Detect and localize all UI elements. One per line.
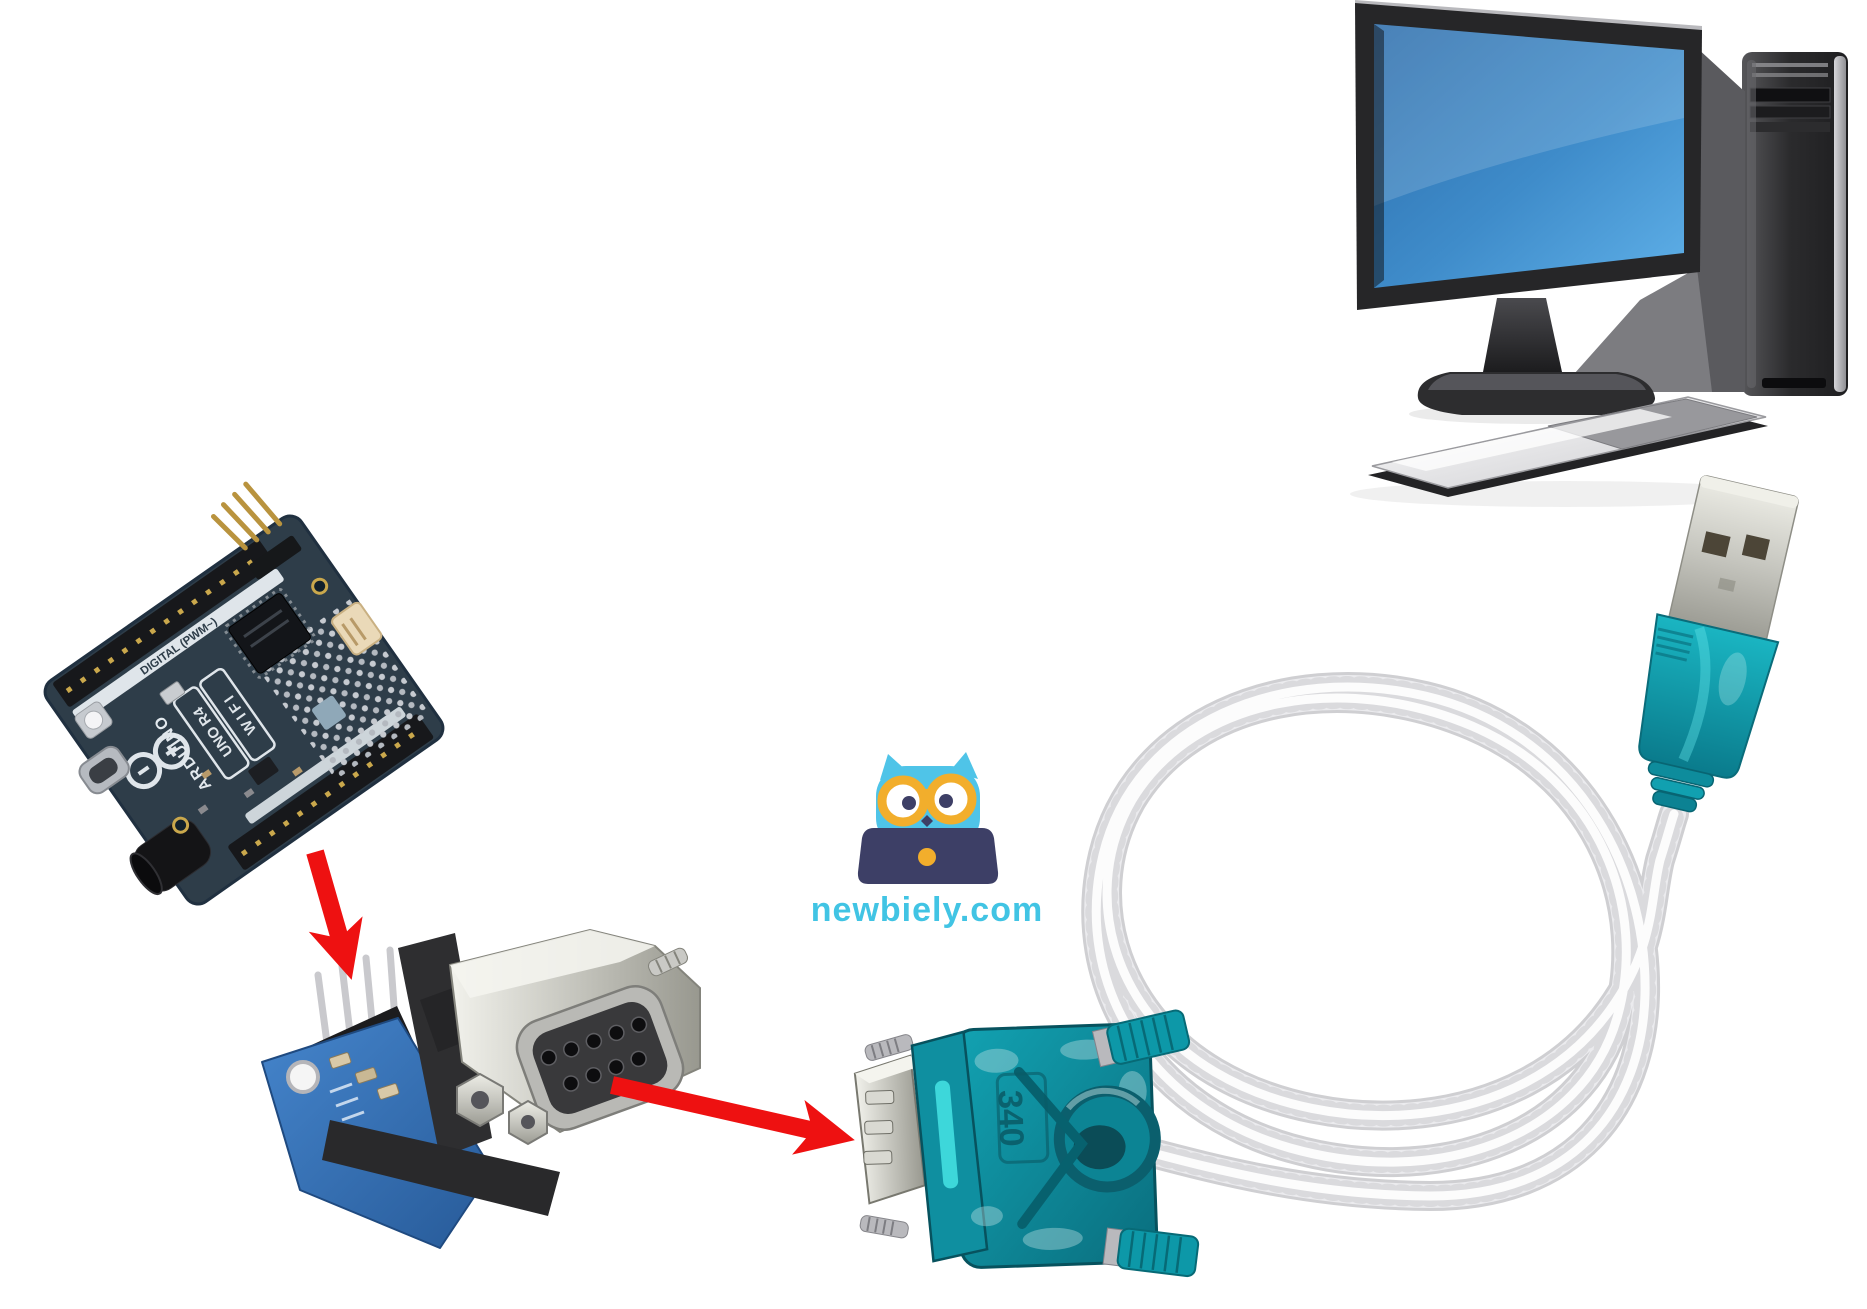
- adapter-thumbscrew-top: [864, 1034, 914, 1061]
- owl-beak: [921, 815, 933, 827]
- adapter-thumbscrew-bottom: [859, 1215, 909, 1239]
- usb-shell-top-face: [1700, 475, 1799, 508]
- module-screw-stud: [647, 947, 689, 977]
- tower-vents: [1752, 63, 1828, 77]
- usb-overmold-shine: [1718, 652, 1747, 706]
- module-mount-hole: [286, 1060, 320, 1094]
- arduino-small-parts: [159, 681, 346, 815]
- arduino-mount-holes: [172, 577, 329, 834]
- owl-mascot-icon: [857, 752, 999, 884]
- module-db9-female: [448, 928, 701, 1146]
- keyboard-key-panel: [1547, 398, 1758, 450]
- adapter-db9-male: [853, 1054, 926, 1205]
- monitor-screen: [1374, 24, 1684, 288]
- arduino-uno-r4-wifi-board: DIGITAL (PWM~) ARDUINO UNO R4 WIFI: [43, 481, 445, 906]
- screen-inner-edge: [1374, 24, 1384, 288]
- monitor-back-shadow: [1697, 48, 1745, 392]
- newbiely-logo: newbiely.com: [811, 752, 1043, 929]
- site-name-text: newbiely.com: [811, 891, 1043, 929]
- stand-base-highlight: [1428, 374, 1646, 390]
- adapter-molded-text: 340: [991, 1071, 1050, 1164]
- connection-arrows: [306, 849, 855, 1155]
- adapter-chevron: [1013, 1066, 1088, 1229]
- owl-eye-left: [902, 796, 916, 810]
- digital-silk-strip: [72, 568, 284, 723]
- tower-drive-bays: [1749, 87, 1831, 132]
- usb-strain-relief: [1647, 760, 1715, 813]
- arduino-barrel-jack: [129, 819, 212, 896]
- usb-cable: [1081, 672, 1689, 1211]
- owl-glasses: [877, 773, 977, 827]
- usb-to-rs232-adapter: 340: [853, 1009, 1200, 1278]
- arduino-icsp-pins: [210, 481, 302, 580]
- analog-header-pins: [240, 728, 421, 857]
- stand-neck: [1483, 298, 1562, 372]
- monitor: [1355, 0, 1702, 310]
- usb-overmold: [1638, 613, 1780, 779]
- tower-gloss: [1747, 60, 1756, 388]
- module-silkscreen-marks: [329, 1082, 365, 1122]
- db9-female-holes: [540, 1016, 648, 1092]
- tower-bottom-slot: [1762, 378, 1826, 388]
- owl-eye-right: [939, 794, 953, 808]
- arrow-module-to-adapter: [610, 1076, 855, 1155]
- computer-tower: [1742, 52, 1848, 396]
- module-smd-parts: [328, 1052, 400, 1100]
- adapter-flange-highlight: [934, 1080, 959, 1189]
- usb-overmold-gloss: [1678, 626, 1711, 762]
- arduino-logo: [125, 732, 190, 790]
- desktop-computer: [1350, 0, 1848, 507]
- adapter-post-bottom: [1102, 1227, 1200, 1278]
- usb-overmold-ribs: [1655, 627, 1694, 662]
- keyboard-glare: [1392, 409, 1672, 471]
- cable-highlight: [1091, 682, 1679, 1201]
- module-hex-standoffs: [456, 1072, 548, 1146]
- screen-gloss: [1374, 24, 1684, 206]
- db9-male-pins: [863, 1089, 895, 1165]
- tower-side-edge: [1834, 56, 1846, 392]
- adapter-340-label: 340: [991, 1089, 1031, 1147]
- rs232-db9-module: [261, 928, 701, 1249]
- arduino-qwiic-connector: [331, 601, 383, 656]
- arduino-mcu-chip: [223, 588, 317, 679]
- arrow-arduino-to-module: [306, 849, 363, 980]
- adapter-post-top: [1091, 1009, 1191, 1068]
- usb-contact-slots: [1701, 531, 1770, 592]
- tower-body: [1742, 52, 1848, 396]
- arduino-reset-button: [74, 701, 113, 739]
- arduino-usb-c-port: [78, 745, 130, 795]
- laptop-logo-dot: [918, 848, 936, 866]
- keyboard: [1350, 396, 1780, 507]
- adapter-round-boss: [1053, 1085, 1161, 1193]
- usb-a-connector: [1638, 475, 1799, 813]
